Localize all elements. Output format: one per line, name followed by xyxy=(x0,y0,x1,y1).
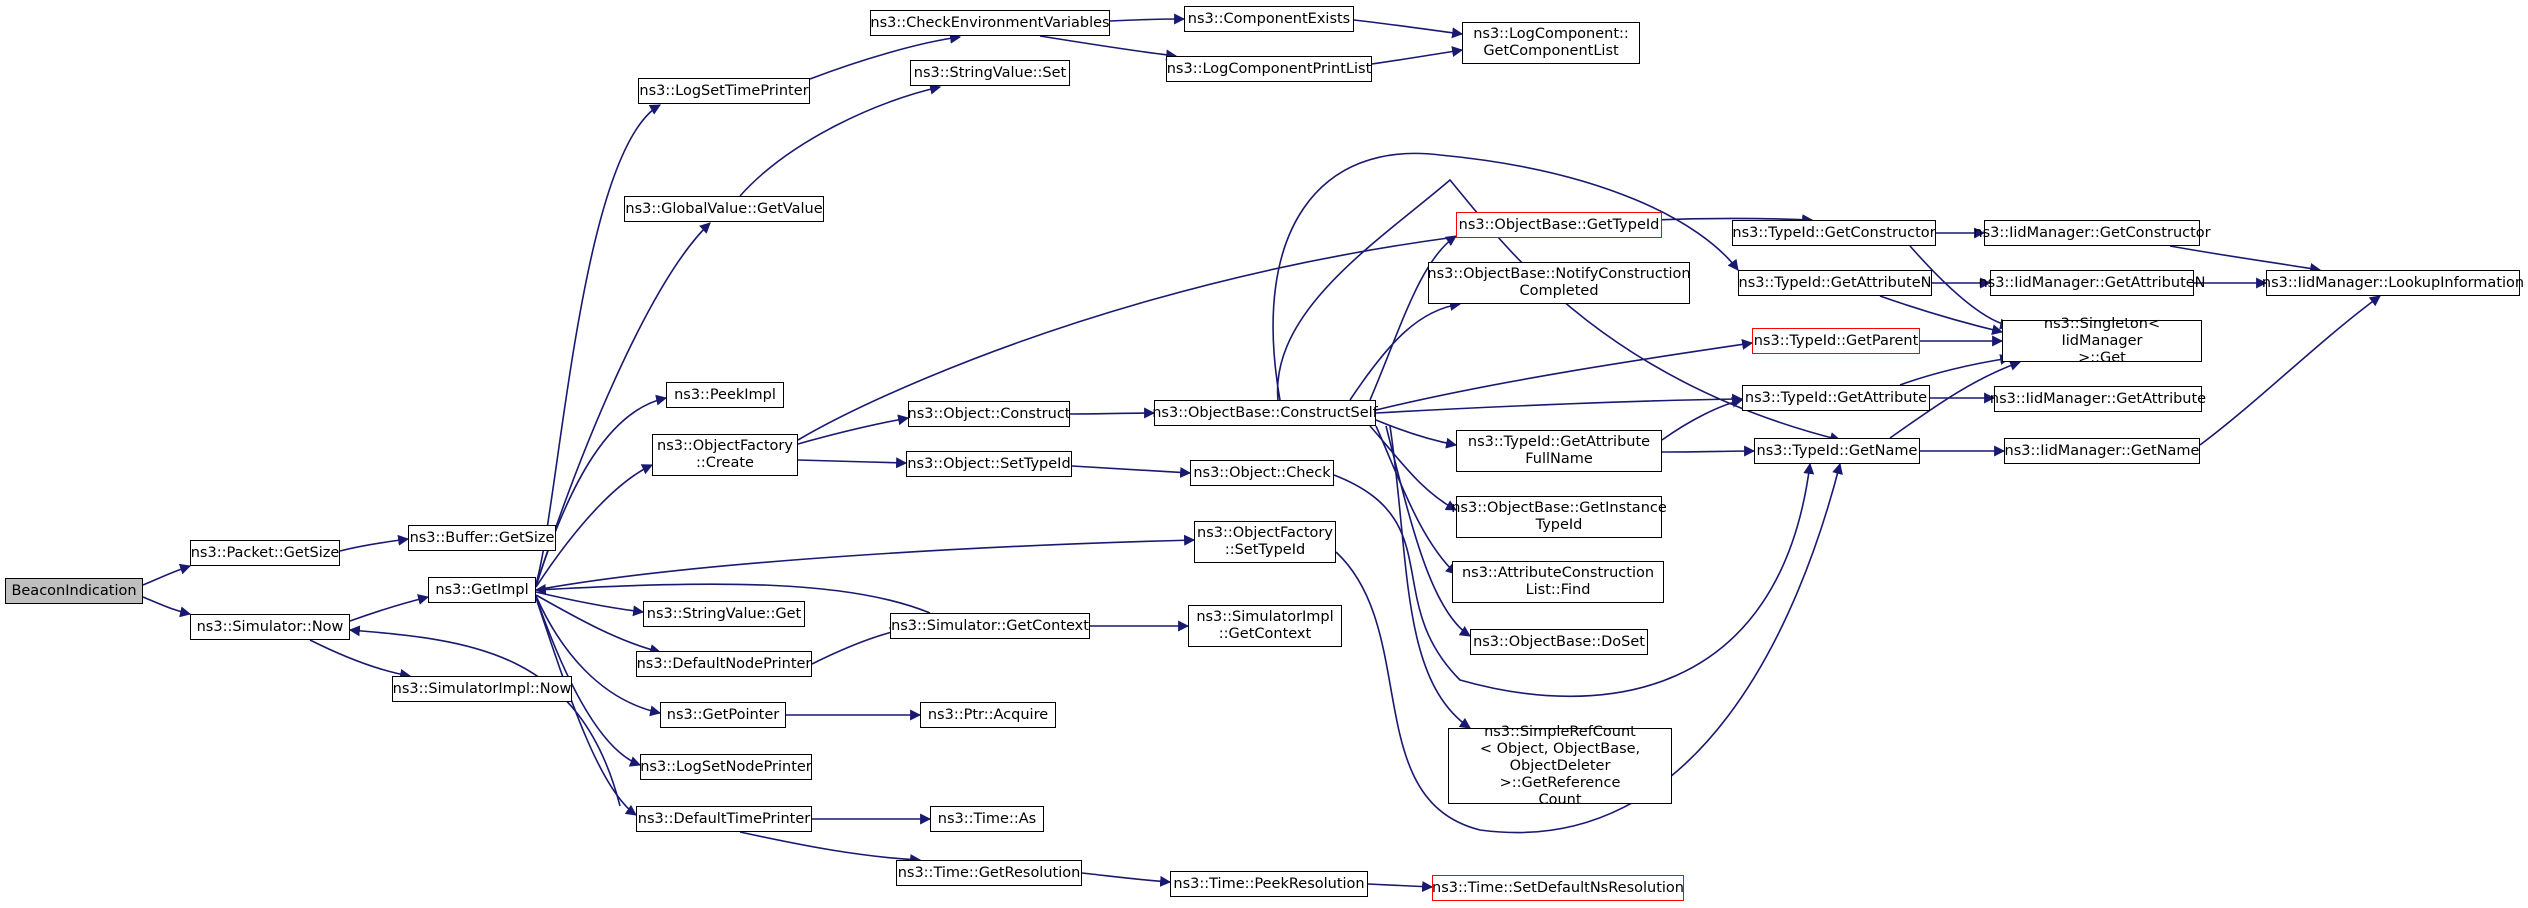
edge-constructself-to-typeid-getattributefullname xyxy=(1375,419,1458,449)
node-objectfactory-settypeid[interactable]: ns3::ObjectFactory ::SetTypeId xyxy=(1194,521,1336,563)
node-iidmanager-getname[interactable]: ns3::IidManager::GetName xyxy=(2004,438,2200,464)
node-object-check[interactable]: ns3::Object::Check xyxy=(1190,460,1334,486)
edge-constructself-to-typeid-getattribute xyxy=(1375,393,1744,414)
edge-beacon-to-simulator-now xyxy=(142,596,192,618)
edge-constructself-to-typeid-getparent xyxy=(1375,338,1754,411)
edge-objectfactory-settypeid-to-typeid-getname xyxy=(1335,462,1843,834)
node-time-getresolution[interactable]: ns3::Time::GetResolution xyxy=(896,860,1082,886)
edge-constructself-to-objectbase-gettypeid xyxy=(1369,235,1457,401)
node-typeid-getattribute[interactable]: ns3::TypeId::GetAttribute xyxy=(1742,385,1930,411)
node-time-as[interactable]: ns3::Time::As xyxy=(930,806,1044,832)
edge-getimpl-to-objectfactory-settypeid xyxy=(535,534,1196,591)
edge-defaulttimeprinter-to-time-getresolution xyxy=(739,831,922,865)
node-defaulttimeprinter[interactable]: ns3::DefaultTimePrinter xyxy=(636,806,812,832)
node-simulator-getcontext[interactable]: ns3::Simulator::GetContext xyxy=(890,613,1090,639)
node-iidmanager-getattributen[interactable]: ns3::IidManager::GetAttributeN xyxy=(1978,270,2206,296)
edge-globalvalue-getvalue-to-stringvalue-set xyxy=(739,83,942,197)
node-simplerefcount-getreferencecount[interactable]: ns3::SimpleRefCount < Object, ObjectBase… xyxy=(1448,724,1672,808)
node-stringvalue-set[interactable]: ns3::StringValue::Set xyxy=(910,60,1070,86)
edge-iidmanager-getname-to-lookupinformation xyxy=(2199,295,2381,446)
edge-beacon-to-packet-getsize xyxy=(142,563,192,586)
node-objectfactory-create[interactable]: ns3::ObjectFactory ::Create xyxy=(652,434,798,476)
node-simulatorimpl-now[interactable]: ns3::SimulatorImpl::Now xyxy=(392,676,572,702)
edge-getattributefullname-to-typeid-getattribute xyxy=(1661,396,1744,441)
node-getpointer[interactable]: ns3::GetPointer xyxy=(660,702,786,728)
edge-typeid-getconstructor-to-singleton-get xyxy=(1909,245,2012,330)
node-simulatorimpl-getcontext[interactable]: ns3::SimulatorImpl ::GetContext xyxy=(1188,605,1342,647)
node-logcomponentprintlist[interactable]: ns3::LogComponentPrintList xyxy=(1166,56,1372,82)
node-logsettimeprinter[interactable]: ns3::LogSetTimePrinter xyxy=(638,78,810,104)
edge-getimpl-to-logsetnodeprinter xyxy=(535,596,642,767)
node-simulator-now[interactable]: ns3::Simulator::Now xyxy=(190,614,350,640)
edge-constructself-to-simplerefcount-getreferencecount xyxy=(1389,425,1471,729)
node-iidmanager-lookupinformation[interactable]: ns3::IidManager::LookupInformation xyxy=(2262,270,2524,296)
node-typeid-getattributen[interactable]: ns3::TypeId::GetAttributeN xyxy=(1738,270,1932,296)
node-ptr-acquire[interactable]: ns3::Ptr::Acquire xyxy=(920,702,1056,728)
edge-simulator-now-to-getimpl xyxy=(349,594,430,622)
edge-constructself-to-typeid-getname xyxy=(1276,178,1842,443)
edge-object-settypeid-to-object-check xyxy=(1071,465,1192,478)
edge-time-getresolution-to-time-peekresolution xyxy=(1081,872,1172,887)
node-object-settypeid[interactable]: ns3::Object::SetTypeId xyxy=(906,451,1072,477)
node-defaultnodeprinter[interactable]: ns3::DefaultNodePrinter xyxy=(636,651,812,677)
edge-getimpl-to-objectfactory-create xyxy=(535,464,653,588)
edge-constructself-to-notifyconstructioncompleted xyxy=(1349,300,1462,401)
edge-logcomponentprintlist-to-logcomponent-getcomponentlist xyxy=(1371,46,1464,65)
node-iidmanager-getattribute[interactable]: ns3::IidManager::GetAttribute xyxy=(1990,386,2206,412)
node-stringvalue-get[interactable]: ns3::StringValue::Get xyxy=(643,601,805,627)
edge-checkenvironmentvariables-to-logcomponentprintlist xyxy=(1039,35,1178,61)
node-checkenvironmentvariables[interactable]: ns3::CheckEnvironmentVariables xyxy=(870,10,1110,36)
edge-getimpl-to-defaulttimeprinter xyxy=(535,597,637,816)
node-objectbase-doset[interactable]: ns3::ObjectBase::DoSet xyxy=(1470,629,1648,655)
edge-defaulttimeprinter-to-simulator-now xyxy=(348,625,621,807)
edge-typeid-getname-to-singleton-get xyxy=(1889,360,2022,439)
node-objectbase-notifyconstructioncompleted[interactable]: ns3::ObjectBase::NotifyConstruction Comp… xyxy=(1427,262,1691,304)
edge-getimpl-to-stringvalue-get xyxy=(535,591,645,617)
edge-typeid-getattributen-to-singleton-get xyxy=(1879,295,2004,336)
node-time-setdefaultnsresolution[interactable]: ns3::Time::SetDefaultNsResolution xyxy=(1432,875,1684,901)
node-getimpl[interactable]: ns3::GetImpl xyxy=(428,577,536,603)
edge-componentexists-to-logcomponent-getcomponentlist xyxy=(1353,19,1464,39)
node-object-construct[interactable]: ns3::Object::Construct xyxy=(908,401,1071,427)
edge-logsettimeprinter-to-checkenvironmentvariables xyxy=(809,32,962,80)
edge-typeid-getattribute-to-singleton-get xyxy=(1899,354,2012,386)
edge-checkenvironmentvariables-to-componentexists xyxy=(1109,13,1186,25)
edge-constructself-to-typeid-getattributen xyxy=(1272,152,1739,401)
node-buffer-getsize[interactable]: ns3::Buffer::GetSize xyxy=(408,525,556,551)
edge-object-construct-to-objectbase-constructself xyxy=(1069,407,1156,419)
node-objectbase-constructself[interactable]: ns3::ObjectBase::ConstructSelf xyxy=(1152,400,1378,426)
edge-simulator-getcontext-to-getimpl xyxy=(534,583,931,614)
edge-constructself-to-objectbase-getinstancetypeid xyxy=(1369,425,1457,511)
node-logcomponent-getcomponentlist[interactable]: ns3::LogComponent:: GetComponentList xyxy=(1462,22,1640,64)
node-attributeconstructionlist-find[interactable]: ns3::AttributeConstruction List::Find xyxy=(1452,561,1664,603)
edge-getimpl-to-getpointer xyxy=(535,595,662,717)
node-singleton-iidmanager-get[interactable]: ns3::Singleton< IidManager >::Get xyxy=(2002,316,2202,366)
node-componentexists[interactable]: ns3::ComponentExists xyxy=(1184,6,1354,32)
edge-constructself-to-attributeconstructionlist-find xyxy=(1375,425,1457,575)
edge-object-check-to-typeid-getname xyxy=(1333,462,1815,698)
edge-getattributefullname-to-typeid-getname xyxy=(1661,445,1756,457)
node-time-peekresolution[interactable]: ns3::Time::PeekResolution xyxy=(1170,871,1368,897)
node-packet-getsize[interactable]: ns3::Packet::GetSize xyxy=(190,540,340,566)
node-typeid-getparent[interactable]: ns3::TypeId::GetParent xyxy=(1752,328,1920,354)
node-typeid-getconstructor[interactable]: ns3::TypeId::GetConstructor xyxy=(1732,220,1936,246)
node-logsetnodeprinter[interactable]: ns3::LogSetNodePrinter xyxy=(640,754,812,780)
node-typeid-getattributefullname[interactable]: ns3::TypeId::GetAttribute FullName xyxy=(1456,430,1662,472)
node-beacon-indication[interactable]: BeaconIndication xyxy=(5,578,143,604)
edge-time-peekresolution-to-setdefaultnsresolution xyxy=(1367,881,1434,893)
node-objectbase-getinstancetypeid[interactable]: ns3::ObjectBase::GetInstance TypeId xyxy=(1451,496,1667,538)
edge-packet-getsize-to-buffer-getsize xyxy=(339,534,410,552)
node-objectbase-gettypeid[interactable]: ns3::ObjectBase::GetTypeId xyxy=(1456,212,1662,238)
node-iidmanager-getconstructor[interactable]: ns3::IidManager::GetConstructor xyxy=(1973,220,2211,246)
node-peekimpl[interactable]: ns3::PeekImpl xyxy=(666,382,784,408)
node-typeid-getname[interactable]: ns3::TypeId::GetName xyxy=(1754,438,1920,464)
node-globalvalue-getvalue[interactable]: ns3::GlobalValue::GetValue xyxy=(624,196,824,222)
edge-objectfactory-create-to-object-construct xyxy=(797,414,910,445)
edge-getimpl-to-defaultnodeprinter xyxy=(535,594,662,655)
edge-objectfactory-create-to-object-settypeid xyxy=(797,457,908,469)
edge-simulator-now-to-simulatorimpl-now xyxy=(309,639,412,680)
edge-iidmanager-getconstructor-to-lookupinformation xyxy=(2169,245,2322,274)
